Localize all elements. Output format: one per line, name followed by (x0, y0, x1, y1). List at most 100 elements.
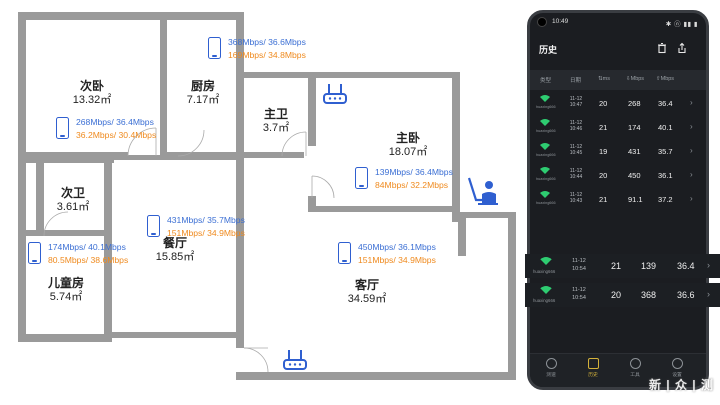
speed-5g-cimo: 268Mbps/ 36.4Mbps (76, 117, 154, 127)
row-ping: 20 (599, 171, 608, 180)
column-date[interactable]: 日期 (570, 78, 582, 84)
room-area-chufang: 7.17㎡ (186, 94, 220, 106)
room-name-ciwei: 次卫 (60, 186, 85, 200)
speed-24g-chufang: 169Mbps/ 34.8Mbps (228, 50, 306, 60)
room-name-cimo: 次卧 (79, 79, 104, 93)
status-icons: ✱ ⓝ ▮▮ ▮ (665, 21, 698, 28)
row-ssid: huaxing666 (536, 153, 556, 157)
row-download: 431 (628, 147, 641, 156)
wifi-icon (540, 257, 552, 265)
status-bar: 10:49 ✱ ⓝ ▮▮ ▮ (530, 13, 706, 31)
wifi-icon (540, 167, 550, 174)
wifi-icon (540, 191, 550, 198)
speed-24g-cimo: 36.2Mbps/ 30.4Mbps (76, 130, 157, 140)
nav-settings[interactable]: 设置 (662, 358, 692, 378)
wrench-icon (629, 358, 641, 369)
row-download: 450 (628, 171, 641, 180)
row-download: 174 (628, 123, 641, 132)
speed-24g-ertong: 80.5Mbps/ 38.6Mbps (48, 255, 129, 265)
room-area-keting: 34.59㎡ (347, 293, 387, 305)
row-upload: 40.1 (658, 123, 673, 132)
row-upload: 37.2 (658, 195, 673, 204)
gear-icon (671, 358, 683, 369)
room-area-zhuwei: 3.7㎡ (262, 122, 290, 134)
nav-tools[interactable]: 工具 (620, 358, 650, 378)
row-ping: 21 (611, 261, 622, 271)
room-name-zhuwo: 主卧 (395, 131, 420, 145)
row-upload: 36.4 (677, 261, 695, 271)
row-download: 368 (641, 290, 657, 300)
speedometer-icon (545, 358, 557, 369)
row-ping: 20 (611, 290, 622, 300)
room-area-ertong: 5.74㎡ (49, 291, 83, 303)
speed-24g-keting: 151Mbps/ 34.9Mbps (358, 255, 436, 265)
status-time: 10:49 (552, 18, 569, 25)
share-icon[interactable] (676, 42, 688, 54)
row-ping: 20 (599, 99, 608, 108)
speed-5g-zhuwo: 139Mbps/ 36.4Mbps (375, 167, 453, 177)
calendar-icon (587, 358, 599, 369)
person-at-desk-icon (467, 177, 498, 205)
room-area-zhuwo: 18.07㎡ (388, 146, 428, 158)
phone-icon (28, 242, 41, 264)
bottom-nav: 测速 历史 工具 设置 (530, 353, 706, 387)
speed-5g-chufang: 368Mbps/ 36.6Mbps (228, 37, 306, 47)
room-area-cimo: 13.32㎡ (72, 94, 112, 106)
wifi-icon (540, 119, 550, 126)
chevron-right-icon: › (707, 289, 710, 299)
page-title: 历史 (539, 45, 558, 55)
chevron-right-icon: › (690, 170, 693, 179)
row-download: 139 (641, 261, 657, 271)
row-ssid: huaxing666 (533, 298, 556, 303)
floor-plan: 次卧 13.32㎡ 厨房 7.17㎡ 主卫 3.7㎡ 主卧 18.07㎡ 次卫 … (18, 12, 516, 380)
nav-speedtest[interactable]: 测速 (536, 358, 566, 378)
app-header: 历史 (530, 39, 706, 61)
column-upload[interactable]: ⇧Mbps (656, 76, 675, 82)
room-name-canting: 餐厅 (162, 236, 187, 250)
speed-24g-zhuwo: 84Mbps/ 32.2Mbps (375, 180, 449, 190)
speed-24g-canting: 151Mbps/ 34.9Mbps (167, 228, 245, 238)
chevron-right-icon: › (690, 194, 693, 203)
trash-icon[interactable] (656, 42, 668, 54)
row-upload: 35.7 (658, 147, 673, 156)
speed-5g-canting: 431Mbps/ 35.7Mbps (167, 215, 245, 225)
floor-plan-walls (18, 12, 516, 380)
column-download[interactable]: ⇩Mbps (626, 76, 645, 82)
row-ssid: huaxing666 (536, 177, 556, 181)
camera-hole (537, 17, 547, 27)
room-name-zhuwei: 主卫 (263, 107, 288, 121)
phone-icon (147, 215, 160, 237)
column-type[interactable]: 类型 (540, 78, 552, 84)
row-ssid: huaxing666 (536, 105, 556, 109)
row-ping: 19 (599, 147, 608, 156)
chevron-right-icon: › (707, 260, 710, 270)
column-ping[interactable]: ⇅ms (598, 76, 610, 82)
row-ssid: huaxing666 (536, 201, 556, 205)
row-ping: 21 (599, 195, 608, 204)
room-area-ciwei: 3.61㎡ (56, 201, 90, 213)
row-ping: 21 (599, 123, 608, 132)
speed-5g-ertong: 174Mbps/ 40.1Mbps (48, 242, 126, 252)
nav-history[interactable]: 历史 (578, 358, 608, 378)
room-area-canting: 15.85㎡ (155, 251, 195, 263)
row-download: 268 (628, 99, 641, 108)
router-icon (323, 84, 347, 104)
room-name-ertong: 儿童房 (47, 276, 84, 290)
room-name-chufang: 厨房 (190, 79, 215, 93)
chevron-right-icon: › (690, 122, 693, 131)
row-ssid: huaxing666 (536, 129, 556, 133)
